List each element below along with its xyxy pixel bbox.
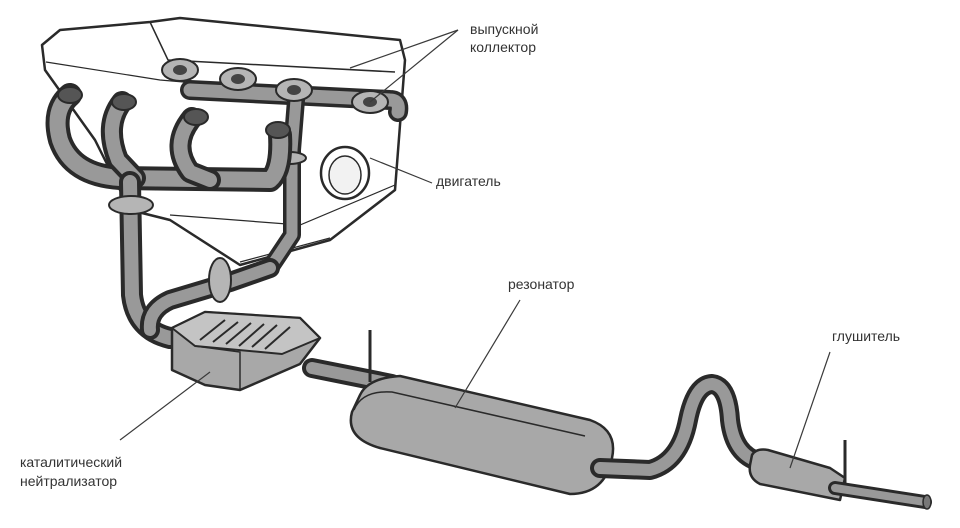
label-exhaust-manifold-line2: коллектор: [470, 39, 536, 55]
label-exhaust-manifold-line1: выпускной: [470, 21, 538, 37]
intermediate-pipe: [302, 330, 402, 394]
manifold-flange-1: [161, 58, 199, 82]
rear-pipe-flange: [208, 257, 232, 303]
catalytic-ribs: [199, 319, 291, 350]
label-catalytic-line1: каталитический: [20, 454, 122, 470]
resonator: [349, 374, 615, 496]
leader-lines: [119, 29, 831, 469]
muffler: [748, 440, 932, 510]
leader-catalytic: [119, 371, 211, 441]
catalytic-converter: [170, 310, 322, 392]
leader-muffler: [789, 351, 831, 469]
manifold-flange-3: [275, 78, 313, 102]
exhaust-manifold-front: [45, 83, 293, 192]
label-engine: двигатель: [436, 173, 501, 189]
tail-pipe-end: [922, 494, 932, 510]
tail-pipe-bend: [590, 374, 770, 480]
leader-manifold-2: [369, 29, 459, 103]
downpipe-flange: [108, 195, 154, 215]
leader-engine: [369, 157, 433, 184]
label-resonator: резонатор: [508, 276, 575, 292]
engine-block: [40, 16, 407, 267]
exhaust-manifold-back: [161, 58, 409, 277]
manifold-flange-2: [219, 67, 257, 91]
leader-manifold-1: [349, 29, 459, 69]
label-muffler: глушитель: [832, 328, 900, 344]
engine-round-cover: [319, 145, 371, 201]
label-catalytic-line2: нейтрализатор: [20, 473, 117, 489]
leader-resonator: [454, 299, 521, 409]
rear-downpipe: [139, 257, 280, 340]
